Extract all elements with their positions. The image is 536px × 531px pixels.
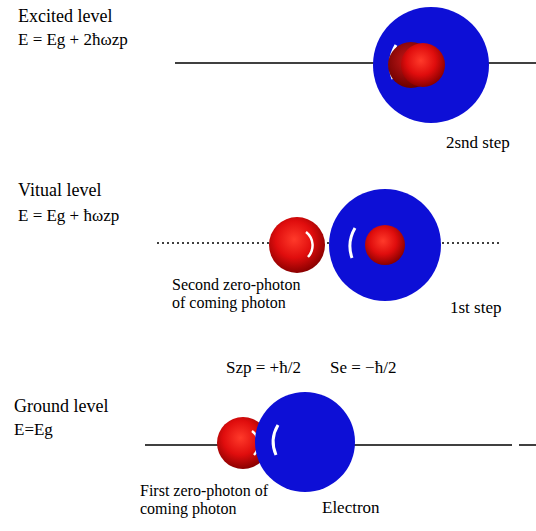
photon-caption: First zero-photon of coming photon: [140, 482, 270, 519]
electron-circle: [255, 392, 355, 492]
ground-level-line: [519, 444, 536, 446]
level-name: Vitual level: [18, 180, 101, 201]
highlight-arc: [350, 228, 355, 258]
highlight-arc: [306, 232, 313, 257]
photon-caption: Second zero-photon of coming photon: [172, 276, 312, 313]
spin-label: Szp = +ħ/2: [226, 358, 301, 378]
step-label: 2snd step: [446, 133, 510, 153]
step-label: 1st step: [450, 298, 501, 318]
photon-sphere: [269, 217, 325, 273]
highlight-arc: [273, 425, 278, 455]
energy-formula: E = Eg + 2ħωzp: [18, 30, 128, 50]
particle-label: Electron: [322, 498, 380, 518]
level-name: Ground level: [14, 396, 108, 417]
photon-sphere: [365, 225, 405, 265]
photon-sphere: [401, 43, 445, 87]
level-name: Excited level: [18, 6, 112, 27]
energy-formula: E = Eg + ħωzp: [18, 206, 119, 226]
energy-formula: E=Eg: [14, 420, 53, 440]
electron-circle: [373, 7, 489, 123]
virtual-level-line: [157, 242, 500, 244]
electron-circle: [329, 189, 441, 301]
spin-label: Se = −ħ/2: [330, 358, 396, 378]
